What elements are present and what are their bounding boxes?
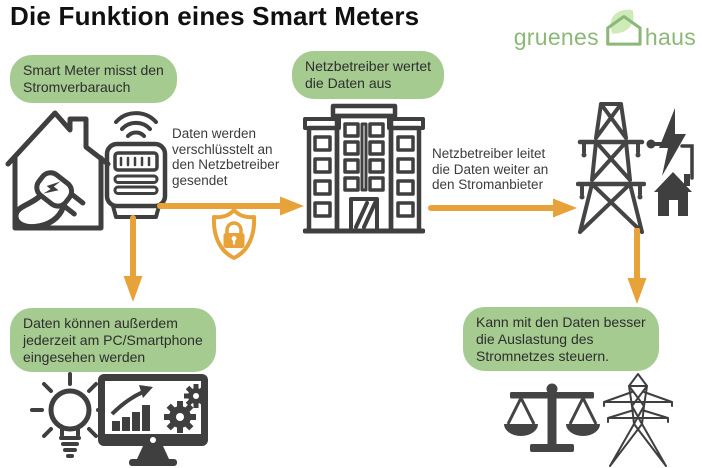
arrow-meter-to-grid-operator	[156, 195, 306, 222]
logo-word-2: haus	[644, 24, 696, 50]
logo-word-1: gruenes	[513, 24, 599, 50]
lightbulb-icon	[30, 372, 110, 468]
brand-logo: gruenes haus	[514, 8, 696, 49]
callout-pc-smartphone: Daten können außerdem jederzeit am PC/Sm…	[10, 308, 216, 373]
building-icon	[302, 103, 426, 240]
shield-lock-icon	[210, 207, 258, 266]
arrow-supplier-to-grid-load	[626, 227, 648, 313]
monitor-chart-icon	[96, 372, 212, 468]
callout-netzbetreiber: Netzbetreiber wertet die Daten aus	[292, 51, 445, 99]
leaf-house-logo-icon	[599, 8, 645, 49]
label-forward-to-supplier: Netzbetreiber leitet die Daten weiter an…	[432, 146, 549, 193]
arrow-operator-to-supplier	[427, 197, 579, 224]
gears-icon	[164, 384, 208, 433]
power-pylon-icon	[575, 100, 647, 241]
transmission-tower-icon	[594, 372, 682, 468]
house-plug-icon	[2, 100, 117, 240]
smart-meter-icon	[103, 108, 169, 229]
arrow-meter-to-pc	[122, 214, 144, 311]
supplied-house-icon	[654, 172, 692, 216]
page-title: Die Funktion eines Smart Meters	[10, 1, 420, 31]
callout-smart-meter: Smart Meter misst den Stromverbarauch	[10, 55, 177, 103]
callout-stromnetz: Kann mit den Daten besser die Auslastung…	[463, 307, 659, 372]
scales-icon	[502, 382, 602, 463]
label-encrypted-transfer: Daten werden verschlüsstelt an den Netzb…	[172, 126, 280, 188]
lightning-bolt-icon	[646, 108, 702, 237]
